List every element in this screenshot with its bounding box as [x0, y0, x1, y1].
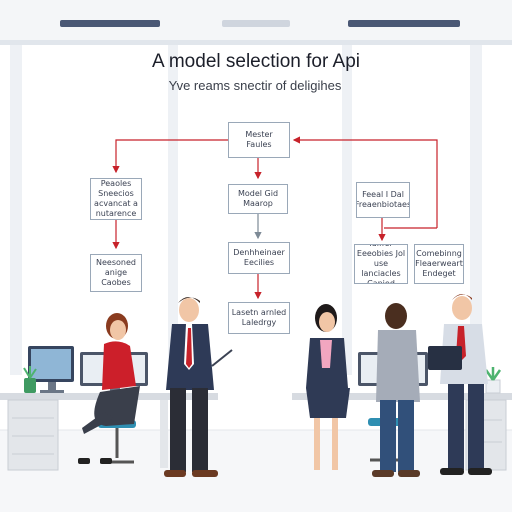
- diagram-title: A model selection for Api: [151, 51, 361, 72]
- window-frames: [10, 45, 482, 375]
- diagram-subtitle: Yve reams snectir of deligihes: [168, 78, 342, 93]
- node-top: Mester Faules: [228, 122, 290, 158]
- diagram-connectors: [112, 136, 438, 300]
- node-center-1: Model Gid Maarop: [228, 184, 288, 214]
- arrow-right-to-top: [292, 136, 438, 228]
- person-seated-woman: [78, 313, 140, 464]
- node-center-2: Denhheinaer Eecilies: [228, 242, 290, 274]
- ceiling-light: [222, 20, 290, 27]
- node-right-1: Feeal I Dal Freaenbiotaes: [356, 182, 410, 218]
- person-man-suit: [164, 297, 233, 477]
- person-woman-standing: [306, 304, 350, 470]
- node-right-2a: Idiffer Eeeobies Jol use lanciacles Cani…: [354, 244, 408, 284]
- plant-icon: [23, 366, 502, 394]
- monitor: [28, 346, 74, 393]
- floor: [0, 430, 512, 512]
- person-man-back: [372, 303, 420, 477]
- arrow-top-to-left: [112, 139, 228, 174]
- ceiling-light: [60, 20, 160, 27]
- node-left-2: Neesoned anige Caobes: [90, 254, 142, 292]
- ceiling-light: [348, 20, 460, 27]
- node-right-2b: Comebinng Fleaerweart Endeget: [414, 244, 464, 284]
- node-left-1: Peaoles Sneecios acvancat a nutarence: [90, 178, 142, 220]
- person-man-laptop: [428, 294, 492, 475]
- laptop-icon: [428, 346, 462, 370]
- node-center-3: Lasetn arnled Laledrgy: [228, 302, 290, 334]
